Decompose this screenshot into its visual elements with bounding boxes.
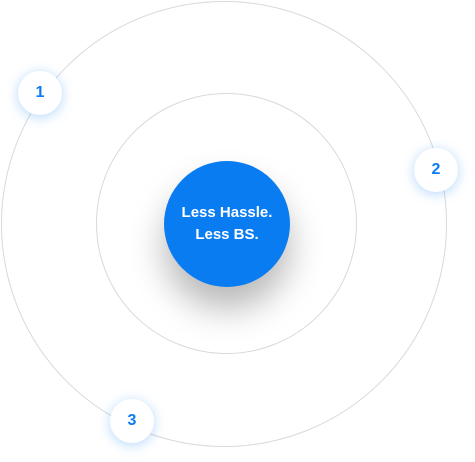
step-badge-2[interactable]: 2: [414, 148, 458, 192]
center-line-1: Less Hassle.: [181, 204, 273, 221]
outer-orbit-ring: [1, 1, 447, 447]
step-badge-3-label: 3: [127, 412, 137, 429]
center-line-2: Less BS.: [195, 226, 259, 243]
step-badge-3[interactable]: 3: [110, 399, 154, 443]
center-circle: Less Hassle. Less BS.: [164, 161, 290, 287]
step-badge-1[interactable]: 1: [18, 71, 62, 115]
inner-orbit-ring: [96, 93, 357, 354]
step-badge-2-label: 2: [431, 161, 441, 178]
step-badge-1-label: 1: [35, 84, 45, 101]
